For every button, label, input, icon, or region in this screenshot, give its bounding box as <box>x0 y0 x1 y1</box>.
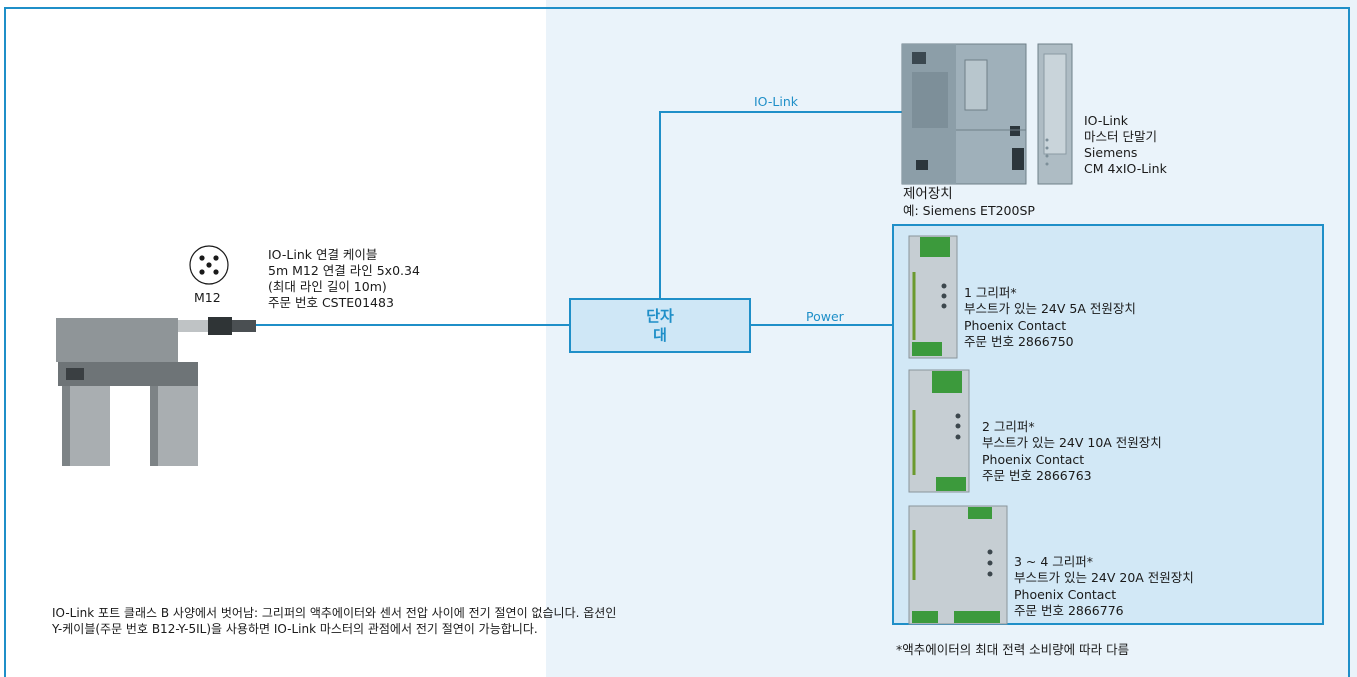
connection-lines <box>256 111 905 326</box>
controller-title: 제어장치 <box>903 186 953 202</box>
isolation-note-line-1: IO-Link 포트 클래스 B 사양에서 벗어남: 그리퍼의 액추에이터와 센… <box>52 606 617 620</box>
isolation-note-line-2: Y-케이블(주문 번호 B12-Y-5IL)을 사용하면 IO-Link 마스터… <box>52 622 538 636</box>
footnote: *액추에이터의 최대 전력 소비량에 따라 다름 <box>896 642 1130 657</box>
controller-device <box>901 43 1027 185</box>
power-supply-5a <box>908 235 958 359</box>
cable-order-number: 주문 번호 CSTE01483 <box>268 295 394 310</box>
controller-example: 예: Siemens ET200SP <box>903 203 1035 218</box>
terminal-block: 단자 대 <box>569 298 751 353</box>
psu-1-order: 주문 번호 2866750 <box>964 334 1074 349</box>
psu-2-maker: Phoenix Contact <box>982 452 1085 467</box>
io-link-line-label: IO-Link <box>754 94 798 109</box>
psu-2-grippers: 2 그리퍼* <box>982 419 1035 434</box>
psu-3-order: 주문 번호 2866776 <box>1014 603 1124 618</box>
psu-1-desc: 부스트가 있는 24V 5A 전원장치 <box>964 301 1136 316</box>
psu-2-order: 주문 번호 2866763 <box>982 468 1092 483</box>
gripper-device <box>56 317 256 466</box>
power-supply-10a <box>908 369 970 493</box>
master-line-4: CM 4xIO-Link <box>1084 161 1167 176</box>
m12-connector-icon <box>189 245 229 285</box>
psu-1-grippers: 1 그리퍼* <box>964 285 1017 300</box>
master-line-1: IO-Link <box>1084 113 1128 128</box>
cable-spec: 5m M12 연결 라인 5x0.34 <box>268 263 420 278</box>
terminal-block-label: 단자 대 <box>646 306 674 344</box>
m12-label: M12 <box>194 290 221 305</box>
io-link-line <box>659 111 905 298</box>
master-line-3: Siemens <box>1084 145 1138 160</box>
psu-3-grippers: 3 ~ 4 그리퍼* <box>1014 554 1094 569</box>
cable-max-length: (최대 라인 길이 10m) <box>268 279 387 294</box>
cable-title: IO-Link 연결 케이블 <box>268 247 378 262</box>
master-line-2: 마스터 단말기 <box>1084 129 1157 144</box>
psu-3-desc: 부스트가 있는 24V 20A 전원장치 <box>1014 570 1194 585</box>
psu-2-desc: 부스트가 있는 24V 10A 전원장치 <box>982 435 1162 450</box>
power-supply-20a <box>908 505 1008 625</box>
io-link-master-module <box>1037 43 1073 185</box>
psu-3-maker: Phoenix Contact <box>1014 587 1117 602</box>
psu-1-maker: Phoenix Contact <box>964 318 1067 333</box>
power-line-label: Power <box>806 309 844 324</box>
outer-frame <box>4 7 1350 677</box>
